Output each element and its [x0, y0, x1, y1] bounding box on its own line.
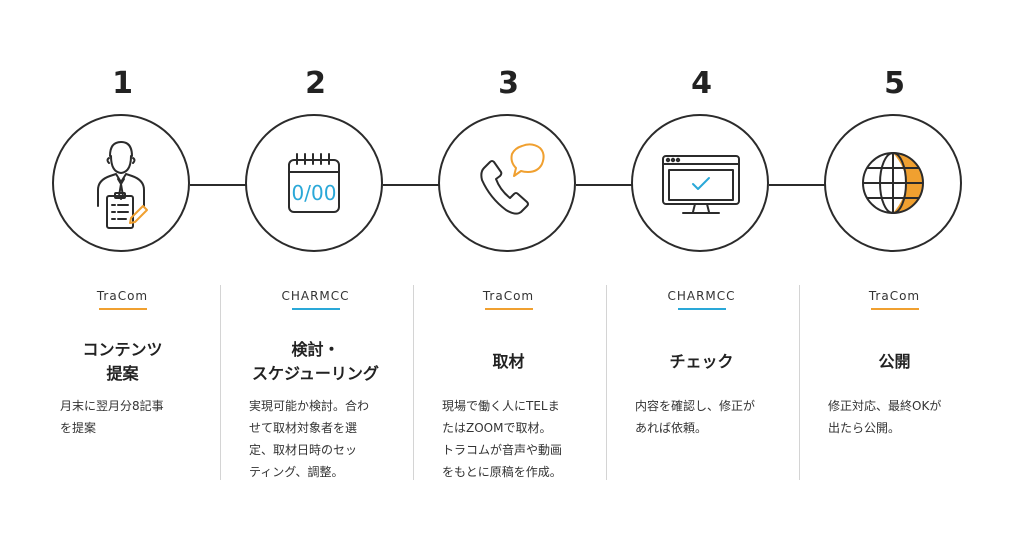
desc-line: 月末に翌月分8記事 — [60, 399, 164, 413]
step-title: チェック — [605, 350, 798, 374]
connector-2-3 — [383, 184, 445, 186]
step-circle: 0/00 — [245, 114, 383, 252]
company-underline — [485, 308, 533, 310]
company-label: TraCom — [868, 289, 921, 303]
separator-2 — [413, 285, 414, 480]
step-number: 3 — [498, 66, 519, 101]
phone-chat-icon — [480, 143, 545, 215]
step-title: 取材 — [412, 350, 605, 374]
desc-line: せて取材対象者を選 — [249, 421, 358, 435]
calendar-icon: 0/00 — [288, 153, 340, 213]
connector-4-5 — [769, 184, 831, 186]
step-5: 5 TraCom 公開 修正対応、最終OKが 出たら公開。 — [798, 0, 991, 539]
company-underline — [292, 308, 340, 310]
step-description: 実現可能か検討。合わ せて取材対象者を選 定、取材日時のセッ ティング、調整。 — [249, 395, 409, 483]
calendar-text: 0/00 — [292, 181, 337, 205]
title-line: チェック — [669, 352, 734, 371]
desc-line: あれば依頼。 — [635, 421, 708, 435]
step-circle — [631, 114, 769, 252]
company-underline — [871, 308, 919, 310]
globe-icon — [862, 152, 924, 214]
step-1: 1 TraCom コンテンツ 提案 月末に翌月分8記事 を提案 — [26, 0, 219, 539]
desc-line: をもとに原稿を作成。 — [442, 465, 562, 479]
step-description: 修正対応、最終OKが 出たら公開。 — [828, 395, 988, 439]
title-line: 検討・ — [291, 340, 340, 359]
step-title: コンテンツ 提案 — [26, 338, 219, 386]
connector-1-2 — [190, 184, 252, 186]
title-line: スケジューリング — [252, 364, 379, 383]
step-number: 2 — [305, 66, 326, 101]
separator-1 — [220, 285, 221, 480]
company-underline — [99, 308, 147, 310]
step-circle — [824, 114, 962, 252]
connector-3-4 — [576, 184, 638, 186]
company-label: TraCom — [96, 289, 149, 303]
step-number: 1 — [112, 66, 133, 101]
desc-line: トラコムが音声や動画 — [442, 443, 563, 457]
company-underline — [678, 308, 726, 310]
separator-3 — [606, 285, 607, 480]
company-label: CHARMCC — [281, 289, 350, 303]
desc-line: 内容を確認し、修正が — [635, 399, 756, 413]
desc-line: 定、取材日時のセッ — [249, 443, 358, 457]
desc-line: 出たら公開。 — [828, 421, 901, 435]
step-description: 内容を確認し、修正が あれば依頼。 — [635, 395, 795, 439]
step-4: 4 CHARMCC チェック 内容を確認し、修正が あれば依頼。 — [605, 0, 798, 539]
title-line: 公開 — [878, 352, 911, 371]
step-title: 公開 — [798, 350, 991, 374]
desc-line: ティング、調整。 — [249, 465, 344, 479]
step-circle — [52, 114, 190, 252]
desc-line: を提案 — [60, 421, 97, 435]
step-number: 5 — [884, 66, 905, 101]
title-line: 取材 — [492, 352, 525, 371]
desc-line: 現場で働く人にTELま — [442, 399, 560, 413]
title-line: 提案 — [106, 364, 139, 383]
step-title: 検討・ スケジューリング — [219, 338, 412, 386]
desc-line: たはZOOMで取材。 — [442, 421, 552, 435]
step-circle — [438, 114, 576, 252]
desc-line: 実現可能か検討。合わ — [249, 399, 370, 413]
monitor-check-icon — [662, 155, 740, 214]
step-2: 2 0/00 CHARMCC 検討・ スケジューリング 実現可能か検討。合わ せ… — [219, 0, 412, 539]
step-description: 現場で働く人にTELま たはZOOMで取材。 トラコムが音声や動画 をもとに原稿… — [442, 395, 602, 483]
separator-4 — [799, 285, 800, 480]
company-label: TraCom — [482, 289, 535, 303]
step-3: 3 TraCom 取材 現場で働く人にTELま たはZOOMで取材。 トラコムが… — [412, 0, 605, 539]
company-label: CHARMCC — [667, 289, 736, 303]
step-description: 月末に翌月分8記事 を提案 — [60, 395, 220, 439]
person-clipboard-icon — [97, 141, 148, 229]
step-number: 4 — [691, 66, 712, 101]
title-line: コンテンツ — [82, 340, 163, 359]
desc-line: 修正対応、最終OKが — [828, 399, 942, 413]
